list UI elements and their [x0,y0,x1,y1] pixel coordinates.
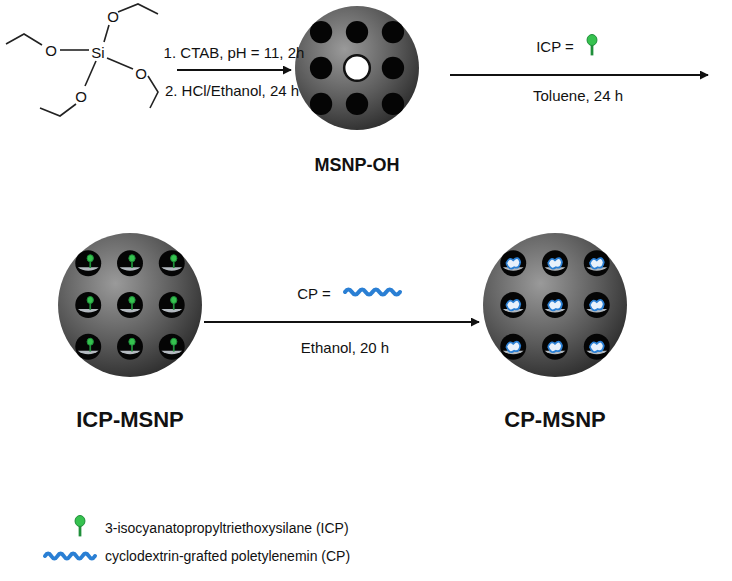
icp-head [87,338,93,345]
pore [584,292,610,318]
reaction-condition: Toluene, 24 h [533,87,623,104]
legend-text: cyclodextrin-grafted poletylenemin (CP) [105,548,350,564]
pore [382,21,404,43]
pore [310,93,332,115]
silica-sphere [58,233,202,377]
cp-blob [506,300,520,310]
pore [75,250,101,276]
pore [159,334,185,360]
silica-sphere [483,233,627,377]
icp-stem [79,525,82,536]
pore [310,21,332,43]
icp-head [75,516,85,527]
icons [45,35,597,559]
pore [75,292,101,318]
pore [159,292,185,318]
pore [117,334,143,360]
particle-node: CP-MSNP [483,233,627,433]
cp-blob [548,300,562,310]
cp-blob [590,300,604,310]
cp-blob [590,258,604,268]
teos-bonds [6,4,158,116]
icp-head [171,338,177,345]
icp-head [129,338,135,345]
pore-rim [78,351,99,355]
cp-blob [506,258,520,268]
reaction-condition: 1. CTAB, pH = 11, 2h [164,44,305,61]
icp-head [87,297,93,304]
pore [382,93,404,115]
pore [75,334,101,360]
cp-blob [548,258,562,268]
pore-rim [120,267,141,271]
atom-symbol: O [107,9,119,24]
particle-node: ICP-MSNP [58,233,202,433]
pore [344,55,370,81]
cp-blob [548,342,562,352]
cp-wave [345,290,400,295]
pore [500,250,526,276]
cp-blob [506,342,520,352]
pore [117,250,143,276]
pore [346,93,368,115]
pore-rim [161,267,182,271]
pore [310,57,332,79]
reaction-arrow [204,321,479,323]
cp-wave [45,554,95,559]
atom-symbol: Si [91,45,104,60]
pore [500,334,526,360]
reaction-arrow [177,69,291,71]
pore [584,250,610,276]
molecule-structure: OOSiOO [0,0,175,125]
icp-head [129,255,135,262]
pore [500,292,526,318]
icp-head [171,297,177,304]
particle-label: ICP-MSNP [76,407,184,433]
particle-label: CP-MSNP [504,407,605,433]
pore [542,292,568,318]
pore [584,334,610,360]
nanoparticles [58,6,627,377]
icp-stem [591,44,594,55]
icp-head [129,297,135,304]
cp-blob [590,342,604,352]
silica-sphere [295,6,419,130]
pore-rim [120,351,141,355]
pore-rim [161,351,182,355]
pore [542,250,568,276]
atom-symbol: O [45,43,57,58]
atom-symbol: O [135,66,147,81]
pore-rim [78,309,99,313]
pore [117,292,143,318]
reaction-condition: Ethanol, 20 h [301,339,389,356]
legend-text: 3-isocyanatopropyltriethoxysilane (ICP) [105,520,349,536]
particle-label: MSNP-OH [315,155,400,176]
pore [382,57,404,79]
pore [542,334,568,360]
atom-symbol: O [75,89,87,104]
particle-node: MSNP-OH [295,6,419,176]
icp-head [171,255,177,262]
icp-head [87,255,93,262]
pore-rim [78,267,99,271]
pore-rim [161,309,182,313]
reaction-arrow [450,74,708,76]
reaction-condition: CP = [297,285,331,302]
icp-head [587,35,597,46]
pore [159,250,185,276]
pore [346,21,368,43]
pore-rim [120,309,141,313]
reaction-condition: ICP = [536,38,574,55]
reaction-condition: 2. HCl/Ethanol, 24 h [165,82,299,99]
